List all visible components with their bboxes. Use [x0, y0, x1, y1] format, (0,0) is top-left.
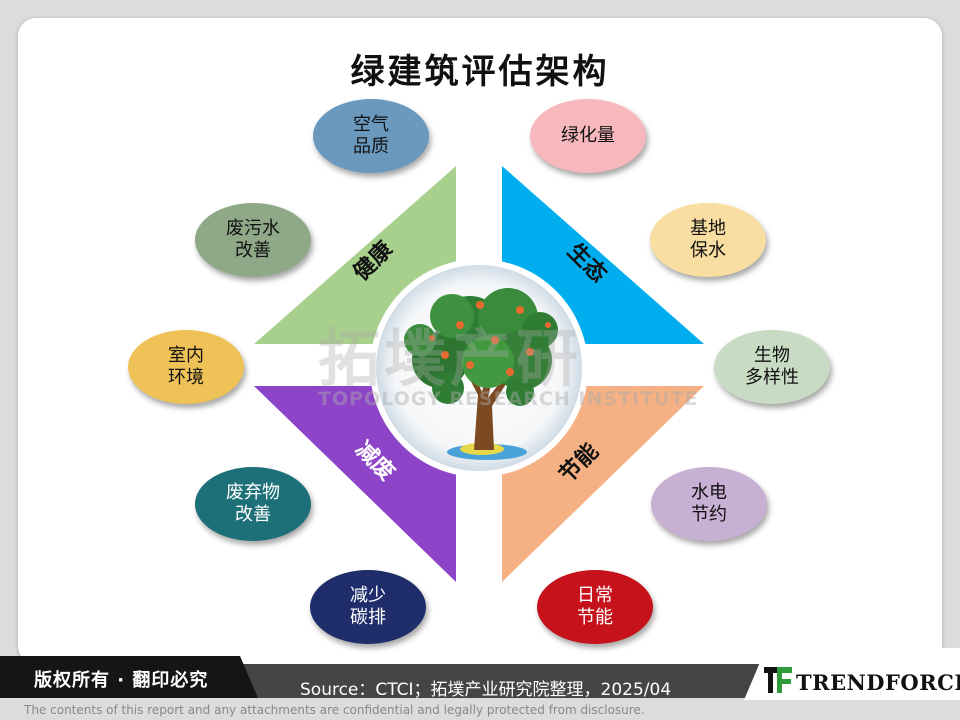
wastewater-ellipse: 废污水 改善 — [195, 203, 311, 277]
disclaimer-text: The contents of this report and any atta… — [24, 703, 645, 717]
water-retention-ellipse: 基地 保水 — [650, 203, 766, 277]
daily-energy-ellipse: 日常 节能 — [537, 570, 653, 644]
carbon-ellipse: 减少 碳排 — [310, 570, 426, 644]
greenery-ellipse: 绿化量 — [530, 99, 646, 173]
page-title: 绿建筑评估架构 — [350, 52, 610, 92]
air-quality-ellipse: 空气 品质 — [313, 99, 429, 173]
watermark-cn: 拓墣产研 — [318, 322, 583, 395]
trendforce-logo-icon — [764, 667, 792, 693]
trendforce-logo-text: TRENDFORCE — [796, 670, 960, 695]
solid-waste-ellipse: 废弃物 改善 — [195, 467, 311, 541]
indoor-env-ellipse: 室内 环境 — [128, 330, 244, 404]
source-text: Source：CTCI；拓墣产业研究院整理，2025/04 — [300, 680, 672, 700]
footer-copyright-panel — [0, 656, 258, 698]
tree-icon — [404, 288, 558, 460]
copyright-text: 版权所有 · 翻印必究 — [34, 670, 209, 691]
biodiversity-ellipse: 生物 多样性 — [714, 330, 830, 404]
watermark-en: TOPOLOGY RESEARCH INSTITUTE — [318, 388, 699, 410]
water-power-ellipse: 水电 节约 — [651, 467, 767, 541]
